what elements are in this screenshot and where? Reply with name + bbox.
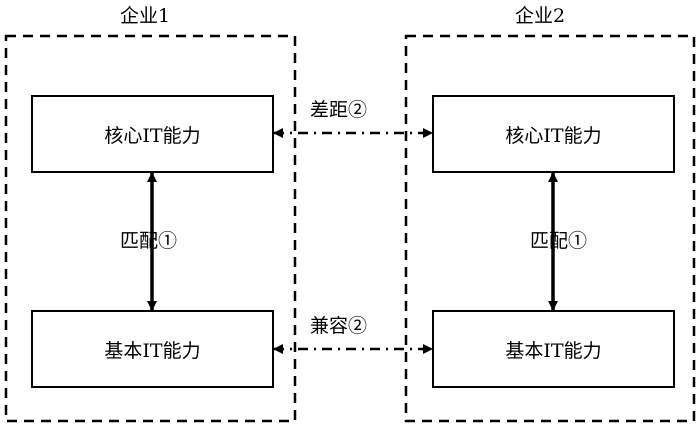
enterprise-1-basic-label: 基本IT能力 (104, 339, 201, 362)
enterprise-2-basic-label: 基本IT能力 (505, 339, 602, 362)
enterprise-1-match-label: 匹配① (120, 230, 178, 252)
enterprise-1-title: 企业1 (120, 5, 171, 27)
enterprise-1-core-box (31, 95, 274, 173)
enterprise-1-basic-box (31, 310, 274, 388)
enterprise-2-basic-box (432, 310, 675, 388)
enterprise-2-title: 企业2 (515, 5, 566, 27)
basic-compat-label: 兼容② (310, 315, 368, 337)
enterprise-1-container (4, 34, 297, 423)
core-gap-label: 差距② (310, 99, 368, 121)
enterprise-2-core-label: 核心IT能力 (505, 124, 602, 147)
enterprise-2-container (404, 34, 696, 423)
enterprise-1-core-label: 核心IT能力 (104, 124, 201, 147)
enterprise-2-core-box (432, 95, 675, 173)
enterprise-2-match-label: 匹配① (530, 230, 588, 252)
